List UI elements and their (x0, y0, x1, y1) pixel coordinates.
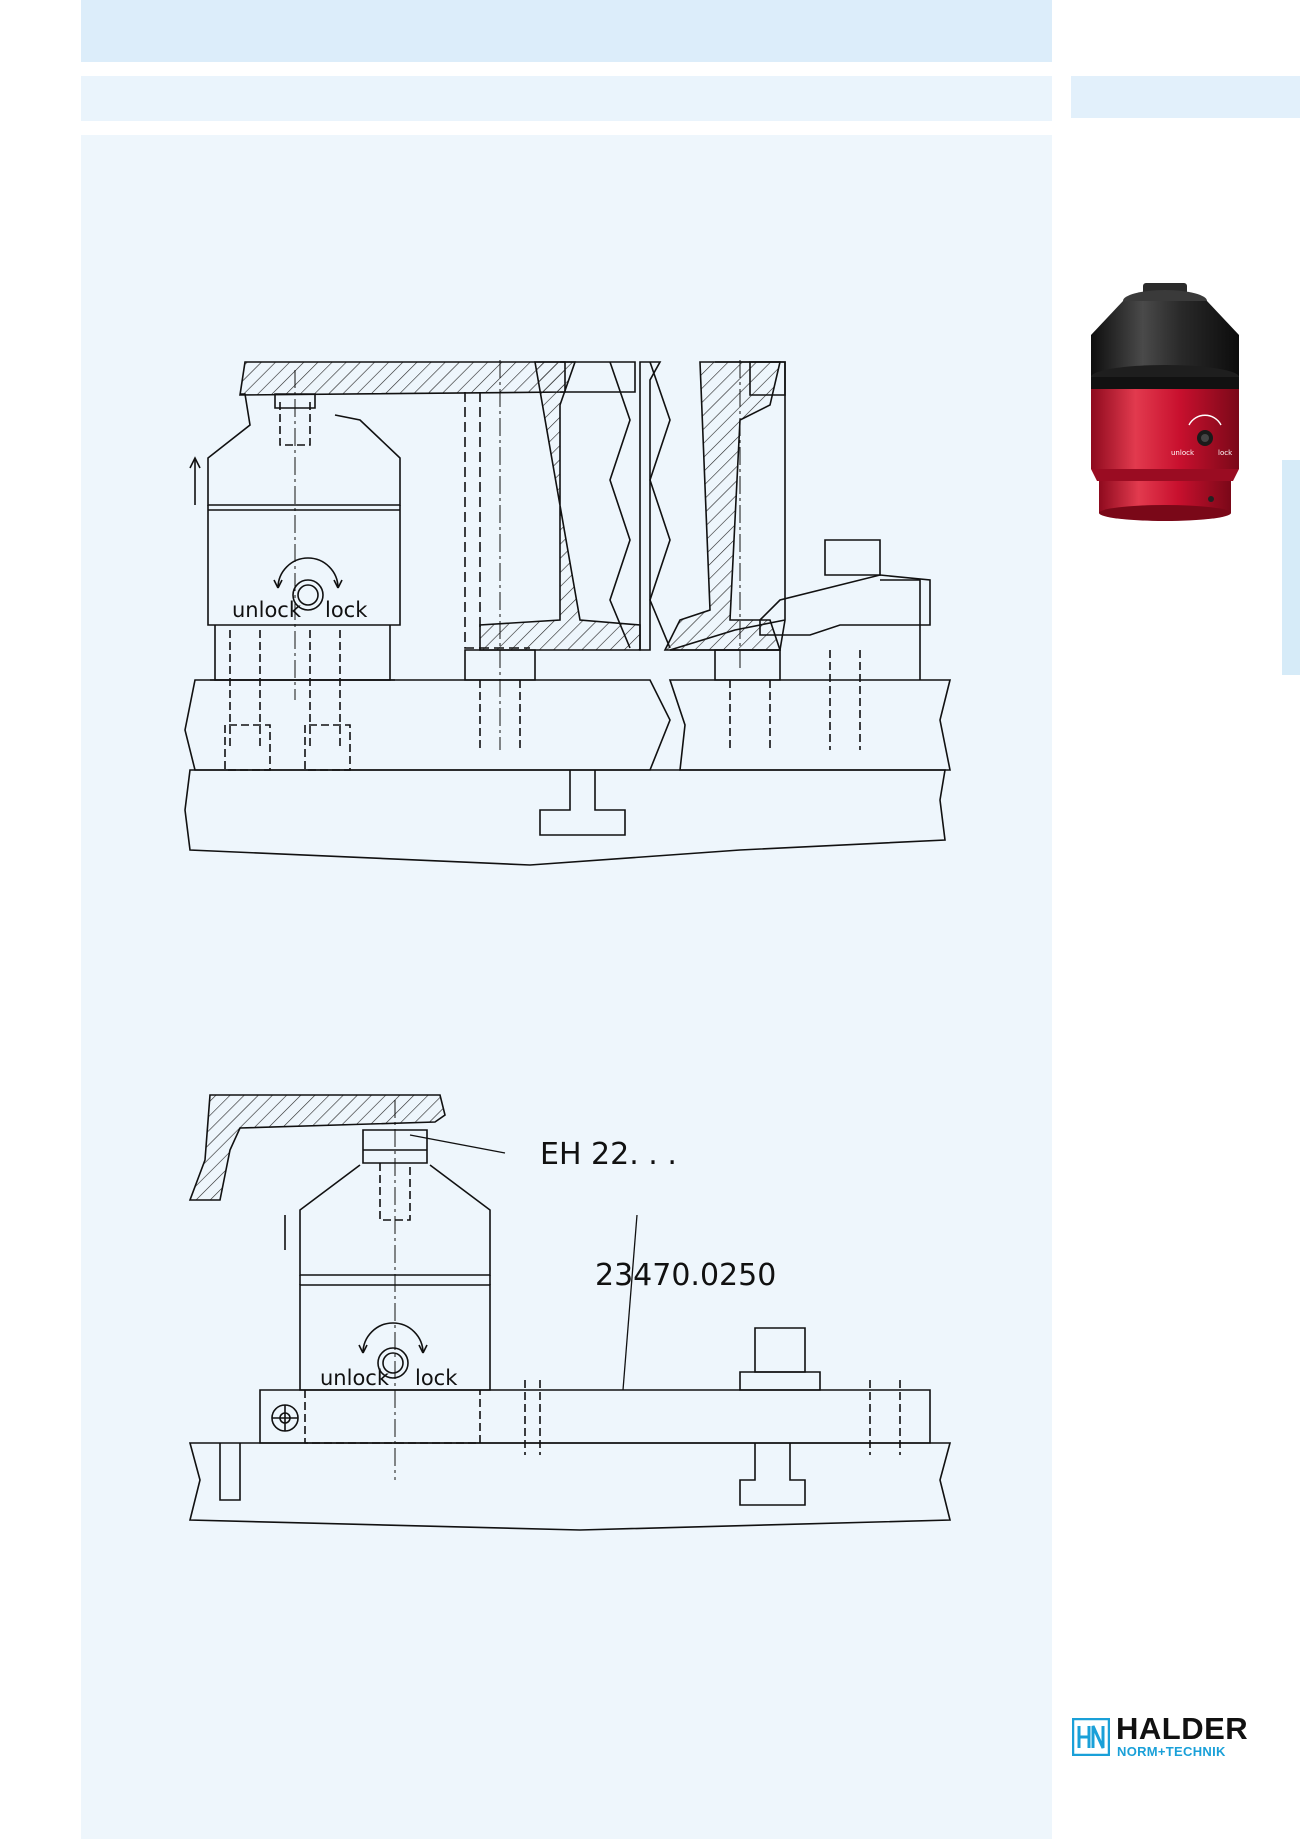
brand-name: HALDER (1116, 1711, 1249, 1746)
technical-drawing-top: unlock lock (184, 360, 952, 866)
header-band (81, 0, 1052, 62)
chapter-edge-marker (1282, 460, 1300, 675)
product-photo-support-cylinder: unlock lock (1091, 283, 1239, 521)
subheader-band (81, 76, 1052, 121)
brand-logo: HALDER NORM+TECHNIK (1072, 1712, 1267, 1762)
photo-lock-label: lock (1218, 449, 1233, 457)
drawing-top-lock-label: lock (325, 598, 368, 622)
drawing-bottom-lock-label: lock (415, 1366, 458, 1390)
callout-part-number: 23470.0250 (595, 1258, 776, 1293)
side-tab (1071, 76, 1300, 118)
brand-tagline: NORM+TECHNIK (1117, 1744, 1226, 1759)
technical-drawing-bottom: unlock lock EH 22. . . 23470.0250 (188, 1094, 952, 1531)
callout-screw-label: EH 22. . . (540, 1137, 677, 1172)
drawing-top-unlock-label: unlock (232, 598, 302, 622)
halder-logo-icon (1072, 1718, 1110, 1756)
drawing-bottom-unlock-label: unlock (320, 1366, 390, 1390)
photo-unlock-label: unlock (1171, 449, 1195, 457)
content-panel (81, 135, 1052, 1839)
